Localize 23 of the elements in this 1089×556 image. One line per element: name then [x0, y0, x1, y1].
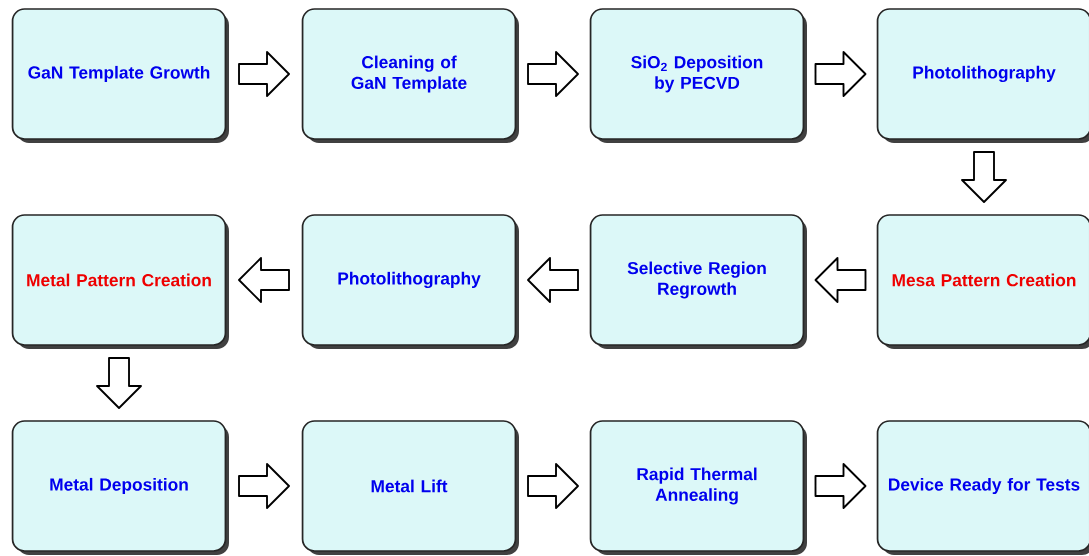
process-box: Selective Region Regrowth: [589, 214, 807, 349]
process-box: GaN Template Growth: [11, 8, 229, 143]
process-box: Rapid Thermal Annealing: [589, 420, 807, 555]
process-box: Metal Deposition: [11, 420, 229, 555]
process-box: Photolithography: [876, 8, 1089, 143]
process-box: Cleaning of GaN Template: [301, 8, 519, 143]
process-box: Metal Lift: [301, 420, 519, 555]
process-box: Mesa Pattern Creation: [876, 214, 1089, 349]
process-box: SiO$_{2}$ Deposition by PECVD: [589, 8, 807, 143]
block-arrow: [238, 463, 290, 509]
block-arrow: [527, 463, 579, 509]
block-arrow: [814, 463, 867, 509]
block-arrow: [238, 51, 290, 97]
block-arrow: [961, 151, 1007, 203]
block-arrow: [96, 357, 142, 409]
block-arrow: [814, 51, 867, 97]
process-box: Metal Pattern Creation: [11, 214, 229, 349]
process-box: Photolithography: [301, 214, 519, 349]
process-box: Device Ready for Tests: [876, 420, 1089, 555]
block-arrow: [814, 257, 867, 303]
block-arrow: [238, 257, 290, 303]
block-arrow: [527, 51, 579, 97]
block-arrow: [527, 257, 579, 303]
